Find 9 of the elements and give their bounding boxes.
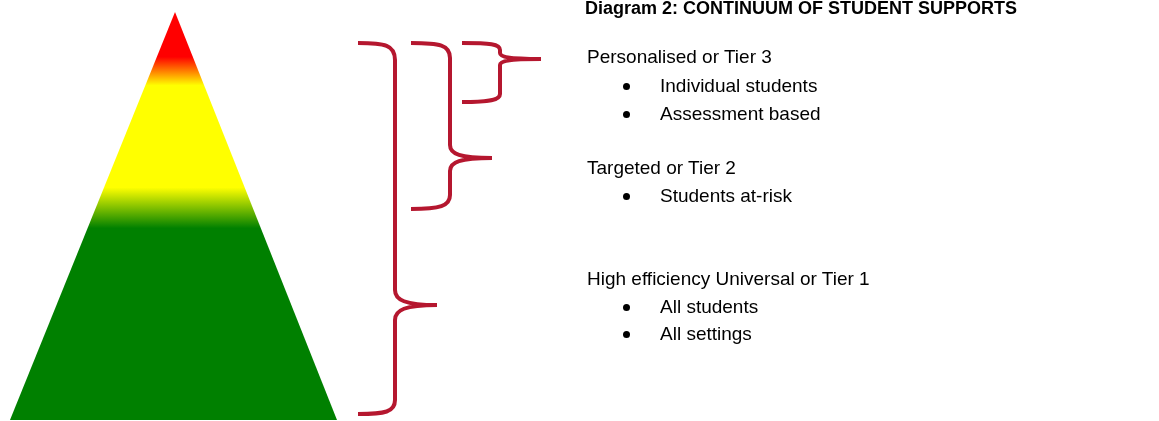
bullet-text: Students at-risk bbox=[660, 185, 792, 207]
tier-heading: Personalised or Tier 3 bbox=[587, 46, 772, 68]
tier-heading: Targeted or Tier 2 bbox=[587, 157, 736, 179]
bullet-text: Individual students bbox=[660, 75, 818, 97]
bullet-text: All students bbox=[660, 296, 759, 318]
bullet-text: Assessment based bbox=[660, 103, 821, 125]
diagram-title: Diagram 2: CONTINUUM OF STUDENT SUPPORTS bbox=[585, 0, 1018, 19]
bullet-text: All settings bbox=[660, 323, 752, 345]
tier-heading: High efficiency Universal or Tier 1 bbox=[587, 268, 870, 290]
